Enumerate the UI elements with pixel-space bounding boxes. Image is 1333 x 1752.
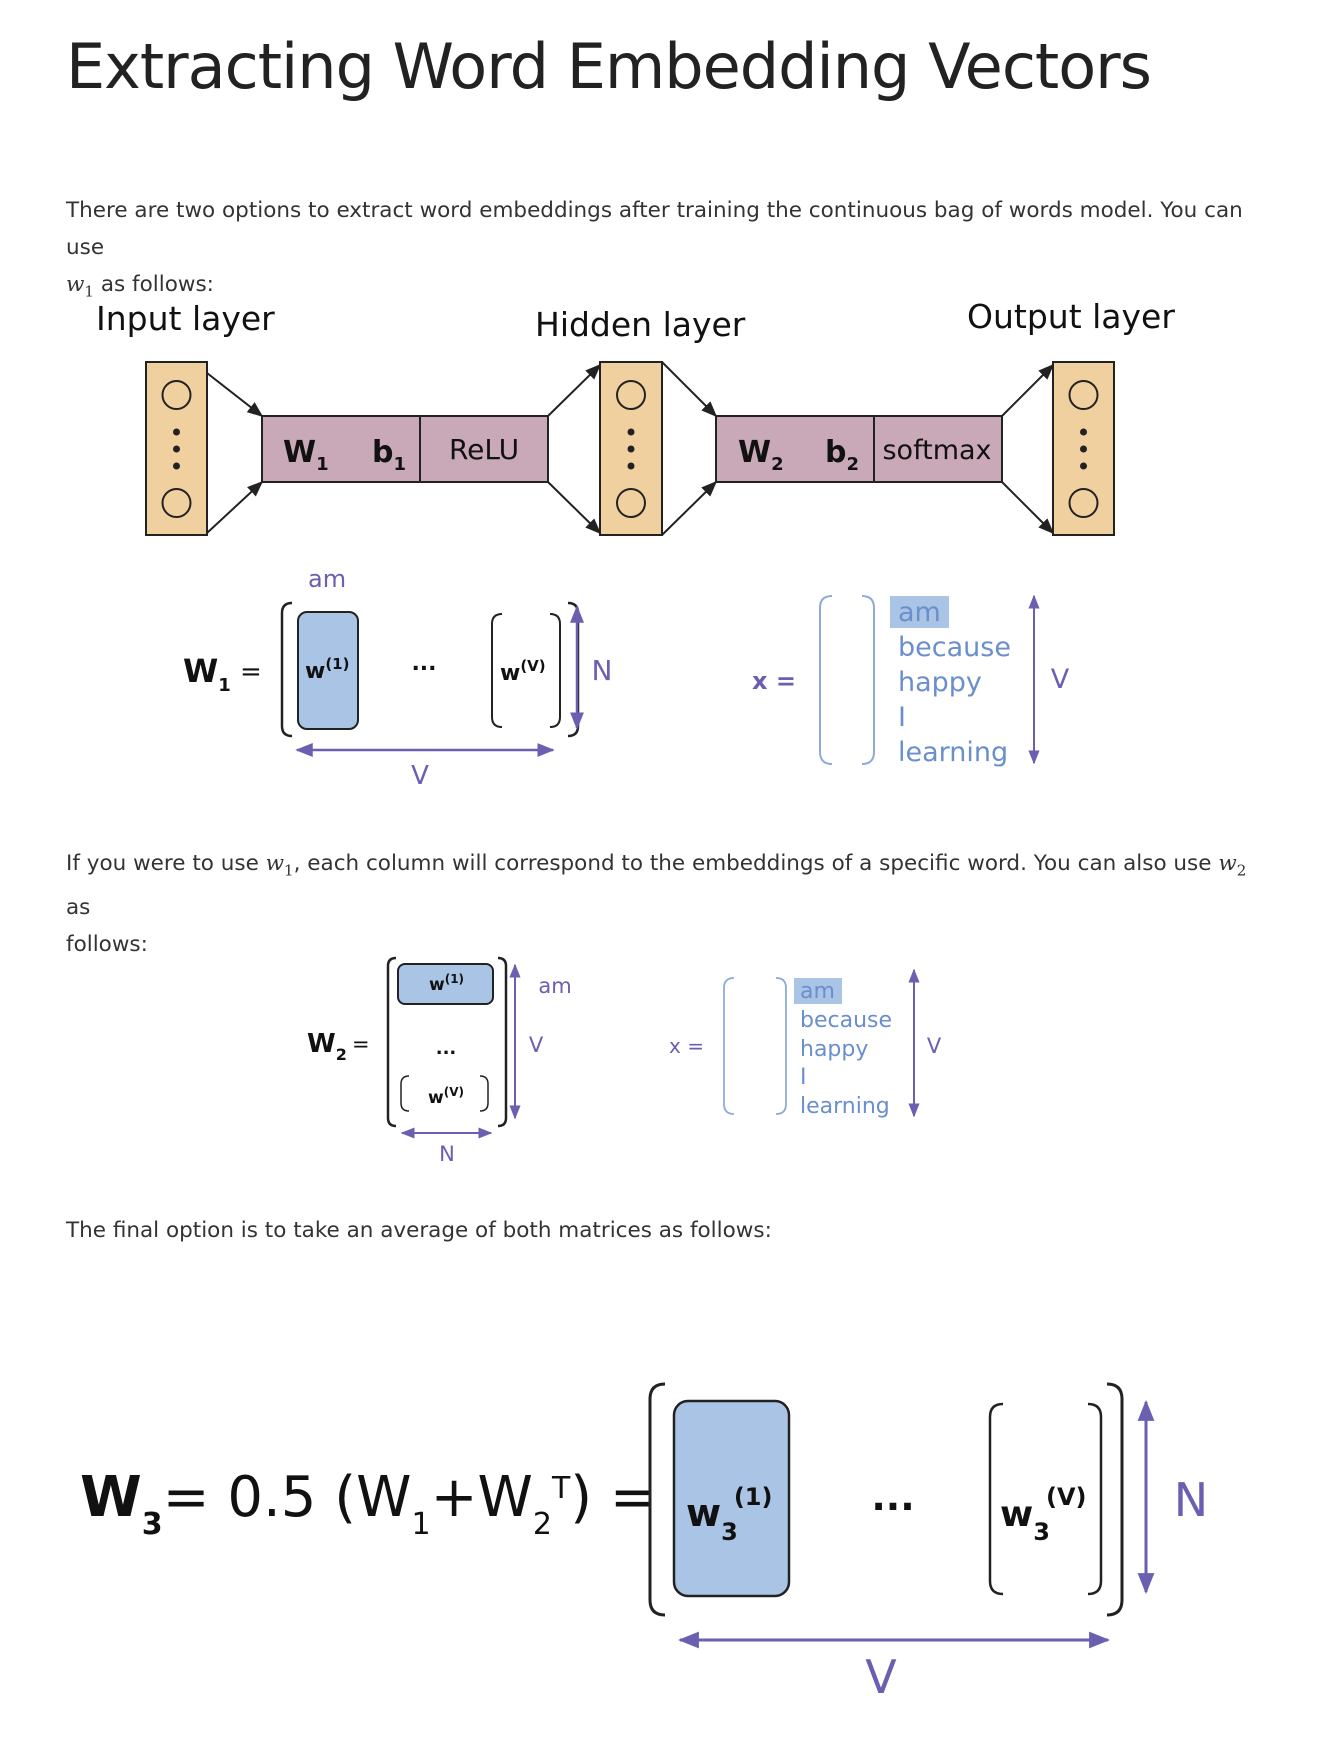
w1-explanation-text-3: as (66, 895, 91, 921)
weight-bar-2: W2 b2 softmax (715, 415, 1003, 483)
w1-matrix-figure: W1 = am w(1) ... w(V) V N (183, 565, 612, 791)
vocab-vector-1: x = am because happy I learning V (752, 594, 1070, 768)
vocab2-highlight (794, 978, 842, 1004)
w2-first-row-label: w(1) (429, 972, 464, 995)
w1-explanation-text: If you were to use (66, 851, 266, 876)
w1-matrix-lhs: W1 (183, 652, 231, 696)
w3-left-bracket (648, 1382, 666, 1617)
w3-right-bracket (1106, 1382, 1124, 1617)
input-layer-box (145, 361, 208, 536)
w1-height-label: N (592, 654, 613, 687)
w3-formula-figure: W3= 0.5 (W1+W2T) = w3(1) ... w3(V) N V (80, 1382, 1208, 1704)
w1-column-dots: ... (411, 651, 436, 676)
w1-last-column-label: w(V) (500, 657, 546, 686)
intro-text: There are two options to extract word em… (66, 198, 1243, 260)
w1-explanation-text-2: , each column will correspond to the emb… (293, 851, 1219, 876)
neuron-circle (161, 488, 192, 518)
output-layer-label: Output layer (967, 297, 1175, 336)
w2-row-dots: ... (436, 1038, 457, 1059)
neuron-circle (1068, 488, 1099, 518)
w2-variable-inline: w2 (1218, 851, 1247, 880)
w3-width-label: V (865, 1650, 897, 1704)
w3-height-label: N (1174, 1473, 1208, 1527)
final-option-paragraph: The final option is to take an average o… (66, 1218, 772, 1243)
vocab2-size-label: V (927, 1034, 942, 1058)
vocab2-left-bracket (723, 977, 735, 1115)
vocab1-size-label: V (1051, 664, 1070, 695)
w1-variable-inline: w1 (265, 851, 294, 880)
vocab1-word: happy (898, 667, 982, 698)
w1-first-column (297, 611, 359, 730)
w2-am-label: am (538, 974, 571, 998)
vocab2-word: happy (800, 1037, 868, 1062)
intro-paragraph: There are two options to extract word em… (66, 192, 1256, 310)
neuron-circle (161, 380, 192, 410)
w1-equals: = (240, 657, 262, 687)
b1-bar-label: b1 (372, 435, 406, 475)
w2-last-row-left (400, 1075, 410, 1112)
w1-am-label: am (308, 565, 346, 593)
intro-text-end: as follows: (93, 272, 214, 297)
vocab2-word: learning (800, 1094, 890, 1119)
w1-variable: w1 (66, 272, 94, 301)
w3-last-column-right (1087, 1402, 1103, 1596)
vocab2-right-bracket (775, 977, 787, 1115)
w2-last-row-label: w(V) (428, 1085, 464, 1108)
vocab1-word: am (898, 597, 941, 628)
weight-bar-1: W1 b1 ReLU (261, 415, 549, 483)
w1-left-bracket (280, 601, 293, 738)
w2-width-label: N (439, 1142, 455, 1166)
w1-first-column-label: w(1) (305, 655, 349, 684)
neuron-circle (616, 380, 646, 410)
vocab1-word: because (898, 632, 1011, 663)
w2-matrix-lhs: W2 (307, 1029, 347, 1064)
output-layer-box (1052, 361, 1115, 536)
w1-explanation-paragraph: If you were to use w1, each column will … (66, 845, 1256, 963)
network-diagram: Input layer Hidden layer Output layer (96, 297, 1175, 536)
w2-height-label: V (529, 1033, 544, 1057)
vocab1-left-bracket (819, 595, 833, 765)
vocab1-x-label: x = (752, 667, 796, 695)
softmax-label: softmax (882, 435, 991, 466)
w1-last-column-left (491, 613, 503, 728)
hidden-layer-label: Hidden layer (535, 305, 746, 344)
vocab2-word: am (800, 979, 835, 1004)
w2-equals: = (352, 1032, 370, 1056)
w1-explanation-text-4: follows: (66, 932, 148, 958)
vocab-vector-2: x = am because happy I learning V (669, 968, 942, 1119)
vocab1-right-bracket (861, 595, 875, 765)
b2-bar-label: b2 (825, 435, 859, 475)
w3-column-dots: ... (871, 1475, 914, 1519)
w3-last-column-label: w3(V) (1000, 1483, 1086, 1546)
w2-first-row (397, 963, 494, 1005)
w1-last-column-right (549, 613, 561, 728)
w1-bar-label: W1 (283, 435, 329, 475)
w3-first-column-label: w3(1) (686, 1483, 772, 1546)
vocab1-word: learning (898, 737, 1008, 768)
w3-last-column-left (988, 1402, 1004, 1596)
vocab2-word: I (800, 1065, 807, 1090)
w1-width-label: V (411, 761, 429, 791)
vocab1-word: I (898, 702, 906, 733)
relu-label: ReLU (449, 433, 519, 466)
vocab1-highlight (890, 596, 949, 628)
w3-formula: W3= 0.5 (W1+W2T) = (80, 1465, 657, 1542)
vocab2-x-label: x = (669, 1034, 704, 1058)
w3-first-column (672, 1399, 791, 1598)
w2-left-bracket (386, 956, 397, 1128)
hidden-layer-box (599, 361, 663, 536)
neuron-circle (616, 488, 646, 518)
w2-last-row-right (479, 1075, 489, 1112)
page-title: Extracting Word Embedding Vectors (66, 30, 1152, 103)
neuron-circle (1068, 380, 1099, 410)
vocab2-word: because (800, 1008, 892, 1033)
input-layer-label: Input layer (96, 299, 275, 338)
connection-arrows (206, 361, 1055, 536)
w2-right-bracket (497, 956, 508, 1128)
w2-matrix-figure: W2 = w(1) ... w(V) am V N (307, 956, 572, 1166)
w2-bar-label: W2 (738, 435, 784, 475)
